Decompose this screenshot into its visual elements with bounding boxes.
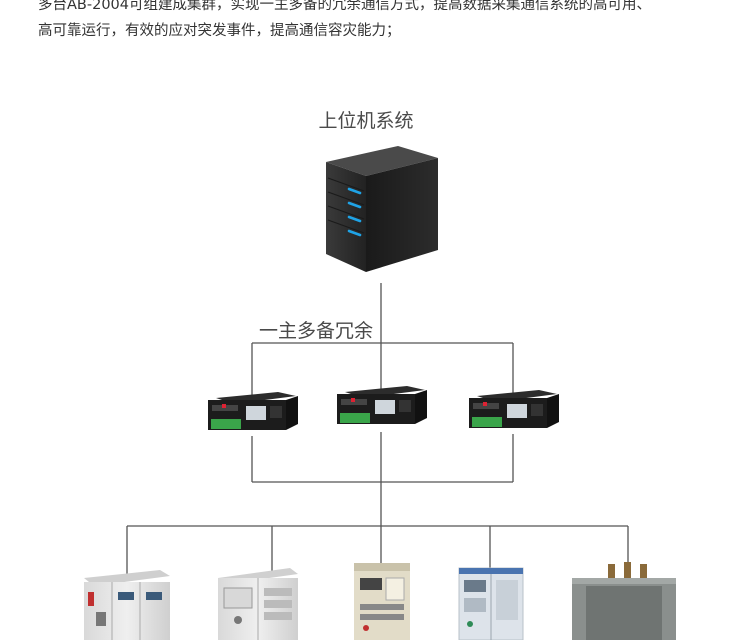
- gateway-device-icon: [469, 390, 559, 428]
- intro-line-1: 多台AB-2004可组建成集群，实现一主多备的冗余通信方式，提高数据采集通信系统…: [38, 0, 651, 13]
- redundancy-label: 一主多备冗余: [259, 320, 373, 342]
- server-tower-icon: [326, 146, 438, 272]
- gateway-device-icon: [337, 386, 427, 424]
- control-cabinet-icon: [354, 563, 410, 640]
- gateway-device-icon: [208, 392, 298, 430]
- instrument-cabinet-icon: [458, 567, 524, 640]
- switchgear-cabinet-icon: [84, 570, 170, 640]
- connection-lines: [126, 283, 629, 578]
- intro-line-2: 高可靠运行，有效的应对突发事件，提高通信容灾能力；: [38, 23, 401, 39]
- transformer-icon: [572, 562, 676, 640]
- host-system-label: 上位机系统: [318, 110, 413, 132]
- low-voltage-cabinet-icon: [218, 568, 298, 640]
- intro-paragraph: 多台AB-2004可组建成集群，实现一主多备的冗余通信方式，提高数据采集通信系统…: [38, 0, 728, 44]
